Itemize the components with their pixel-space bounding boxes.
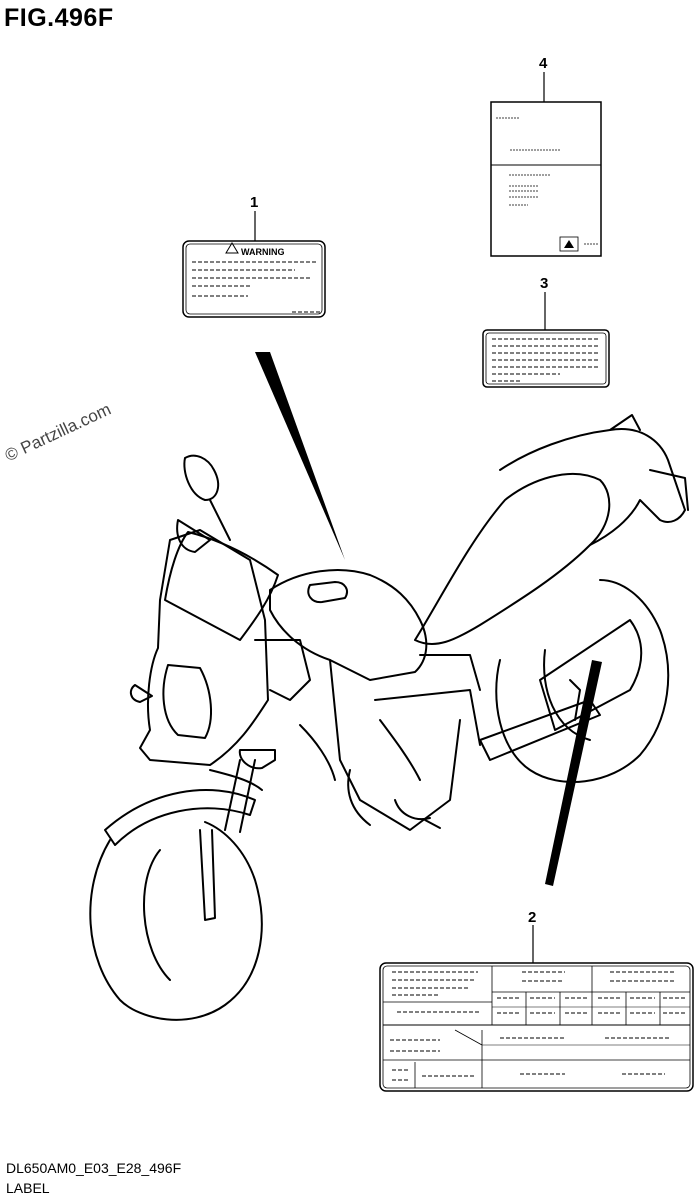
warning-triangle-icon	[225, 242, 239, 254]
callout-4: 4	[539, 55, 548, 72]
callout-leaders	[254, 72, 546, 963]
figure-code: DL650AM0_E03_E28_496F	[6, 1160, 182, 1176]
label-2-table	[379, 962, 694, 1092]
callout-1: 1	[250, 194, 258, 211]
pointer-to-label-1	[255, 352, 345, 560]
motorcycle-outline	[89, 414, 689, 1021]
brand-logo-icon	[564, 240, 574, 248]
callout-3: 3	[540, 275, 548, 292]
pointer-to-label-2	[545, 660, 602, 886]
figure-title: FIG.496F	[4, 4, 114, 32]
label-3-text	[482, 329, 610, 388]
figure-label: LABEL	[6, 1180, 50, 1196]
label-4-manual	[490, 101, 602, 257]
label-1-warning: WARNING	[182, 240, 326, 318]
warning-heading: WARNING	[241, 247, 285, 257]
callout-2: 2	[528, 909, 536, 926]
